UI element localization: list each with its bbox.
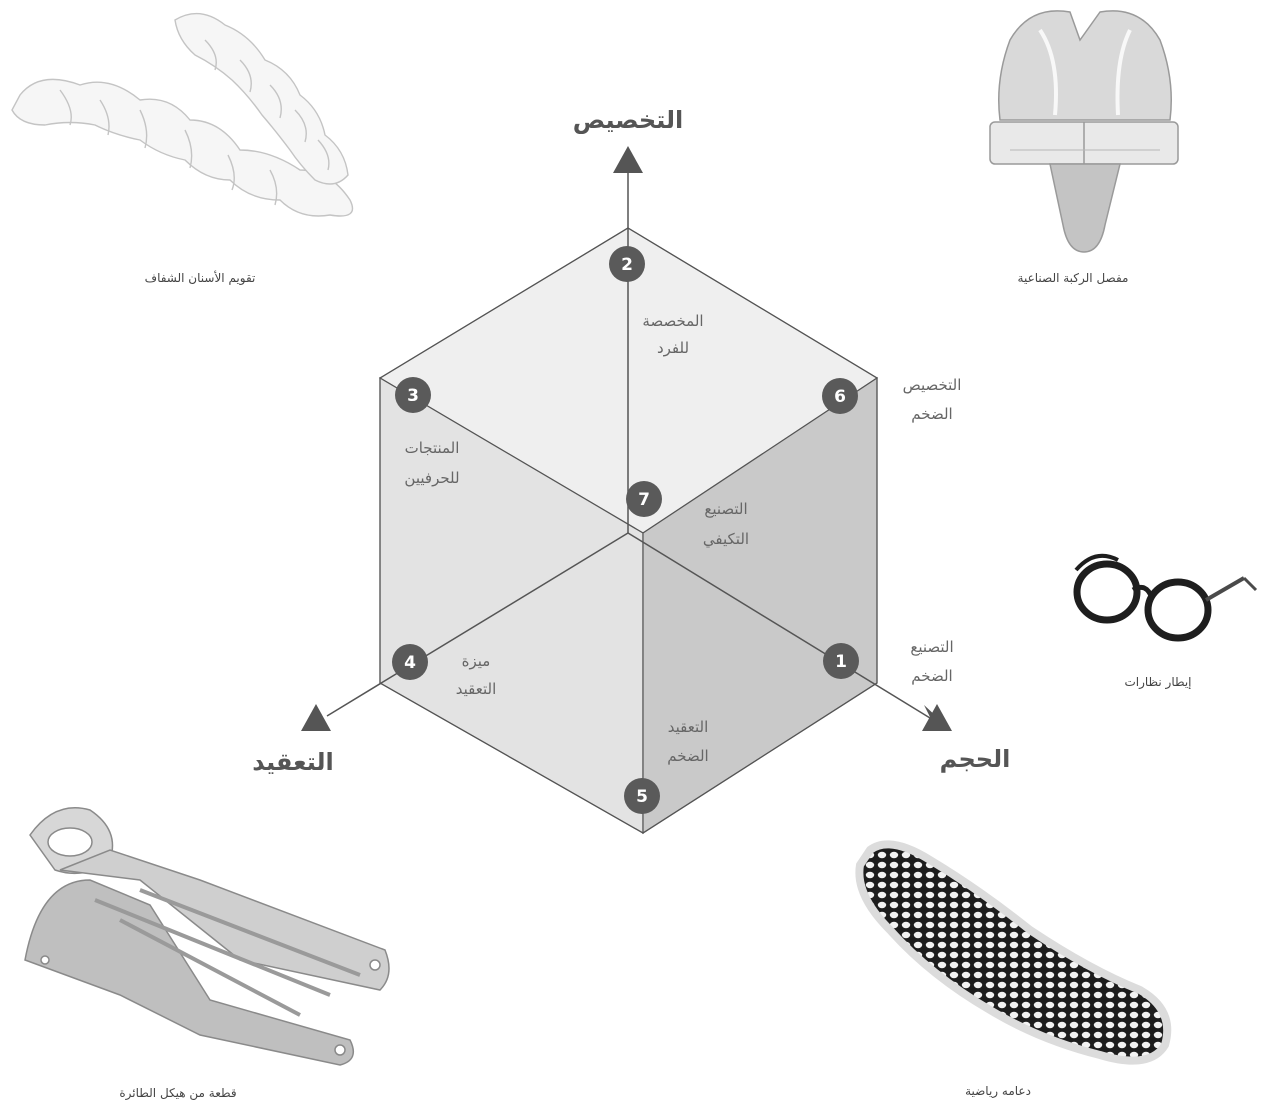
knee-implant-illustration (990, 11, 1178, 252)
caption-glasses: إيطار نظارات (1124, 675, 1191, 690)
svg-text:5: 5 (636, 787, 648, 807)
caption-clear-aligner: تقويم الأسنان الشفاف (145, 270, 256, 286)
node-5-label-line1: التعقيد (668, 718, 709, 736)
svg-text:1: 1 (835, 652, 847, 672)
svg-text:4: 4 (404, 653, 416, 673)
node-4: 4 (392, 644, 428, 680)
axis-customization-arrow (613, 146, 643, 173)
axis-complexity-arrowhead (301, 704, 331, 731)
node-1: 1 (823, 643, 859, 679)
aircraft-bracket-illustration (25, 808, 389, 1065)
axis-title-complexity: التعقيد (252, 748, 334, 776)
node-2-label-line1: المخصصة (642, 312, 703, 330)
caption-insole: دعامه رياضية (965, 1084, 1031, 1099)
svg-text:6: 6 (834, 387, 846, 407)
node-6-label-line2: الضخم (911, 405, 952, 423)
node-3-label-line2: للحرفيين (404, 469, 459, 487)
node-2: 2 (609, 246, 645, 282)
svg-text:3: 3 (407, 386, 419, 406)
node-3-label-line1: المنتجات (405, 439, 460, 457)
axis-title-customization: التخصيص (573, 106, 684, 134)
node-4-label-line2: التعقيد (456, 680, 497, 698)
svg-text:2: 2 (621, 255, 633, 275)
node-5-label-line2: الضخم (667, 747, 708, 765)
node-7: 7 (626, 481, 662, 517)
node-6-label-line1: التخصيص (903, 376, 962, 394)
node-7-label-line1: التصنيع (704, 500, 747, 518)
lattice-insole-illustration (859, 844, 1167, 1060)
node-6: 6 (822, 378, 858, 414)
node-4-label-line1: ميزة (462, 652, 491, 670)
glasses-illustration (1076, 556, 1256, 638)
node-7-label-line2: التكيفي (703, 530, 749, 549)
node-5: 5 (624, 778, 660, 814)
caption-aircraft-part: قطعة من هيكل الطائرة (119, 1086, 236, 1101)
node-1-label-line1: التصنيع (910, 638, 953, 656)
caption-knee-implant: مفصل الركبة الصناعية (1018, 271, 1129, 286)
node-1-label-line2: الضخم (911, 667, 952, 685)
clear-aligner-illustration (12, 14, 353, 216)
node-3: 3 (395, 377, 431, 413)
axis-title-volume: الحجم (940, 745, 1011, 773)
svg-text:7: 7 (638, 490, 650, 510)
node-2-label-line2: للفرد (657, 339, 689, 357)
